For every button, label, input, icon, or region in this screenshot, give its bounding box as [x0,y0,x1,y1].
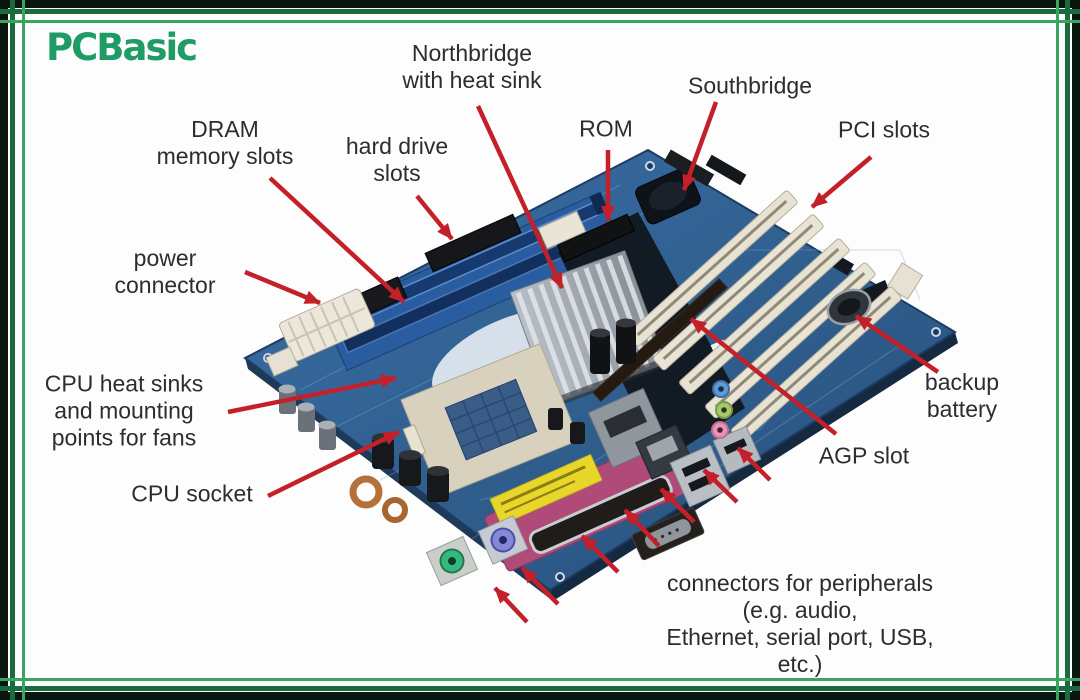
pin-headers [663,149,747,187]
label-hard-drive-slots: hard drive slots [345,132,449,186]
floppy-connector [537,210,587,250]
ps2-mouse-port [477,515,529,565]
label-backup-battery: backup battery [924,368,1000,422]
arrow-pci-slots [810,155,873,209]
label-pci-slots: PCI slots [837,116,931,143]
label-cpu-heatsinks: CPU heat sinks and mounting points for f… [44,370,204,451]
arrow-northbridge [475,105,565,289]
label-northbridge: Northbridge with heat sink [402,39,542,93]
audio-jacks [711,380,733,439]
pcbasic-logo: PCBasic [46,26,198,69]
label-peripheral-connectors: connectors for peripherals (e.g. audio, … [666,569,934,678]
arrow-peripheral-4 [623,508,661,548]
arrow-power-connector [244,269,321,306]
label-dram-slots: DRAM memory slots [156,115,294,169]
cpu-socket [400,343,580,497]
label-cpu-socket: CPU socket [131,480,253,507]
arrow-southbridge [681,101,719,191]
arrow-peripheral-7 [736,446,772,482]
arrow-cpu-socket [267,429,400,499]
arrow-peripheral-6 [702,468,739,504]
arrow-peripheral-2 [520,566,560,606]
arrow-peripheral-3 [580,534,620,574]
label-agp-slot: AGP slot [818,442,910,469]
rom-chip [556,213,636,263]
arrow-backup-battery [854,314,940,374]
power-connector [265,288,375,377]
parallel-port [484,432,700,572]
arrow-cpu-heatsinks [227,374,397,415]
copper-coils [349,475,408,523]
arrow-agp-slot [689,317,838,436]
arrow-dram-slots [268,176,406,304]
arrow-peripheral-1 [493,586,529,624]
label-rom: ROM [579,115,633,142]
ps2-keyboard-port [425,535,479,587]
arrow-peripheral-5 [659,487,696,524]
label-power-connector: power connector [114,244,216,298]
arrow-hard-drive-slots [415,194,454,241]
capacitors [278,318,636,502]
label-southbridge: Southbridge [687,72,813,99]
hard-drive-slots [356,213,522,316]
agp-slot [592,277,728,403]
